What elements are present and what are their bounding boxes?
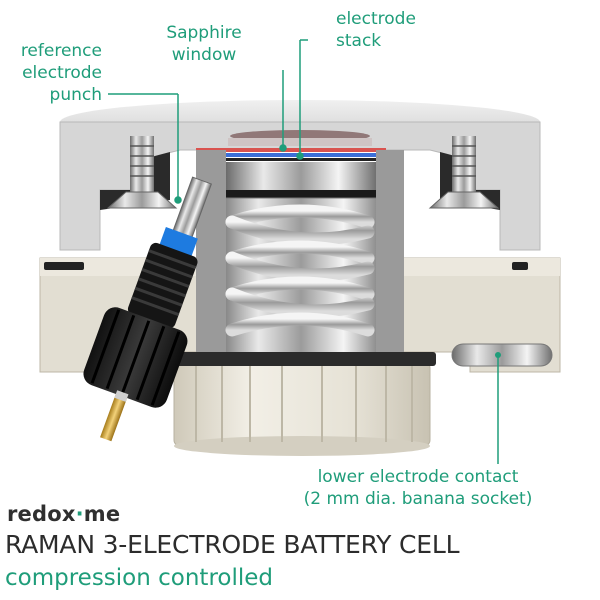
brand-mark: · (75, 502, 84, 526)
callout-ref-line1: reference (20, 41, 102, 61)
brand-logo: redox·me (7, 502, 120, 526)
banana-socket (451, 343, 553, 367)
brand-prefix: redox (7, 502, 76, 526)
leader-lines (108, 39, 499, 464)
right-screw (428, 136, 500, 209)
compression-knob (168, 352, 436, 456)
callout-sapphire-line1: Sapphire (166, 23, 242, 43)
callout-sapphire-window: Sapphire window (158, 22, 250, 66)
spring (225, 204, 375, 337)
callout-reference-electrode: reference electrode punch (2, 40, 102, 106)
callout-lower-line1: lower electrode contact (317, 467, 519, 487)
page-title: RAMAN 3-ELECTRODE BATTERY CELL (5, 530, 460, 559)
callout-ref-line3: punch (49, 85, 102, 105)
brand-suffix: me (83, 502, 121, 526)
callout-sapphire-line2: window (171, 45, 237, 65)
callout-ref-line2: electrode (22, 63, 102, 83)
left-screw (106, 136, 178, 209)
callout-stack-line1: electrode (336, 9, 416, 29)
callout-stack-line2: stack (336, 31, 382, 51)
callout-lower-contact: lower electrode contact (2 mm dia. banan… (268, 466, 568, 510)
callout-electrode-stack: electrode stack (336, 8, 436, 52)
page-subtitle: compression controlled (5, 565, 274, 591)
reference-electrode (83, 176, 213, 442)
electrode-stack (196, 148, 386, 161)
callout-lower-line2: (2 mm dia. banana socket) (303, 489, 533, 509)
